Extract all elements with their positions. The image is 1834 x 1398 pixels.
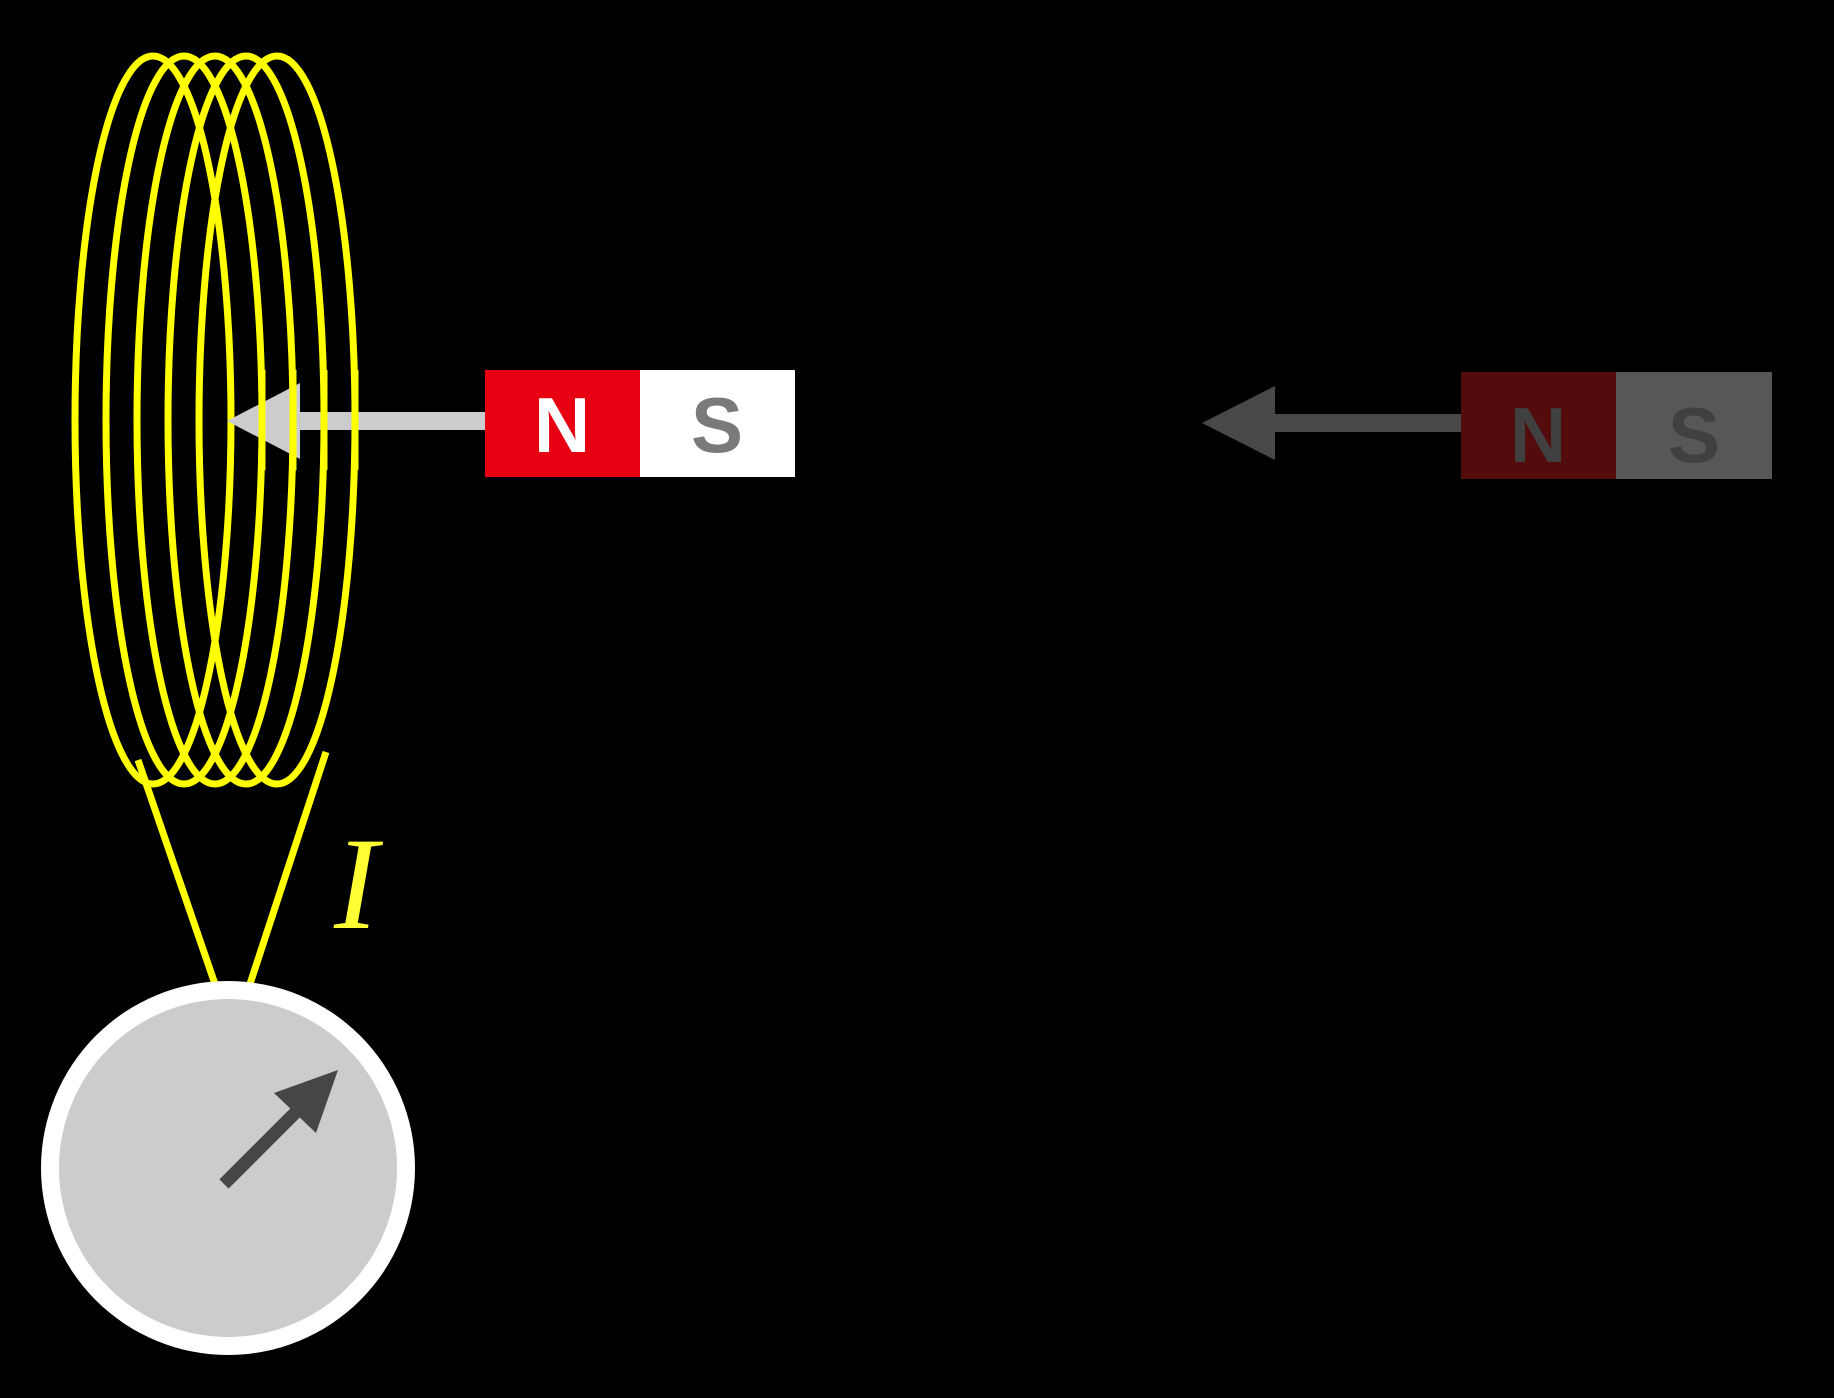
bar-magnet-faded: N S [1461, 372, 1772, 479]
lead-wire-right [245, 750, 330, 989]
current-label: I [333, 810, 384, 957]
needle-head [274, 1070, 338, 1133]
faded-magnet-north-label: N [1510, 391, 1566, 479]
faded-arrow-head [1202, 386, 1275, 460]
bar-magnet-near: N S [485, 370, 795, 477]
magnet-south-label: S [691, 381, 743, 469]
faded-magnet-north-pole [1461, 372, 1616, 479]
galvanometer-icon [41, 981, 415, 1355]
faded-magnet-south-pole [1616, 372, 1772, 479]
needle-arrow-icon [219, 1070, 338, 1189]
magnet-south-pole [640, 370, 795, 477]
motion-arrow-shaft [288, 412, 488, 430]
faded-arrow-shaft [1268, 414, 1463, 432]
faded-motion-arrow [1202, 386, 1463, 460]
lead-wire-left [134, 758, 220, 989]
needle-shaft [219, 1096, 312, 1189]
lead-wires [134, 750, 330, 989]
magnet-north-pole [485, 370, 640, 477]
magnet-north-label: N [534, 381, 590, 469]
coil-front-strands [258, 370, 359, 470]
galvanometer-face [59, 999, 397, 1337]
faded-magnet-south-label: S [1668, 391, 1720, 479]
